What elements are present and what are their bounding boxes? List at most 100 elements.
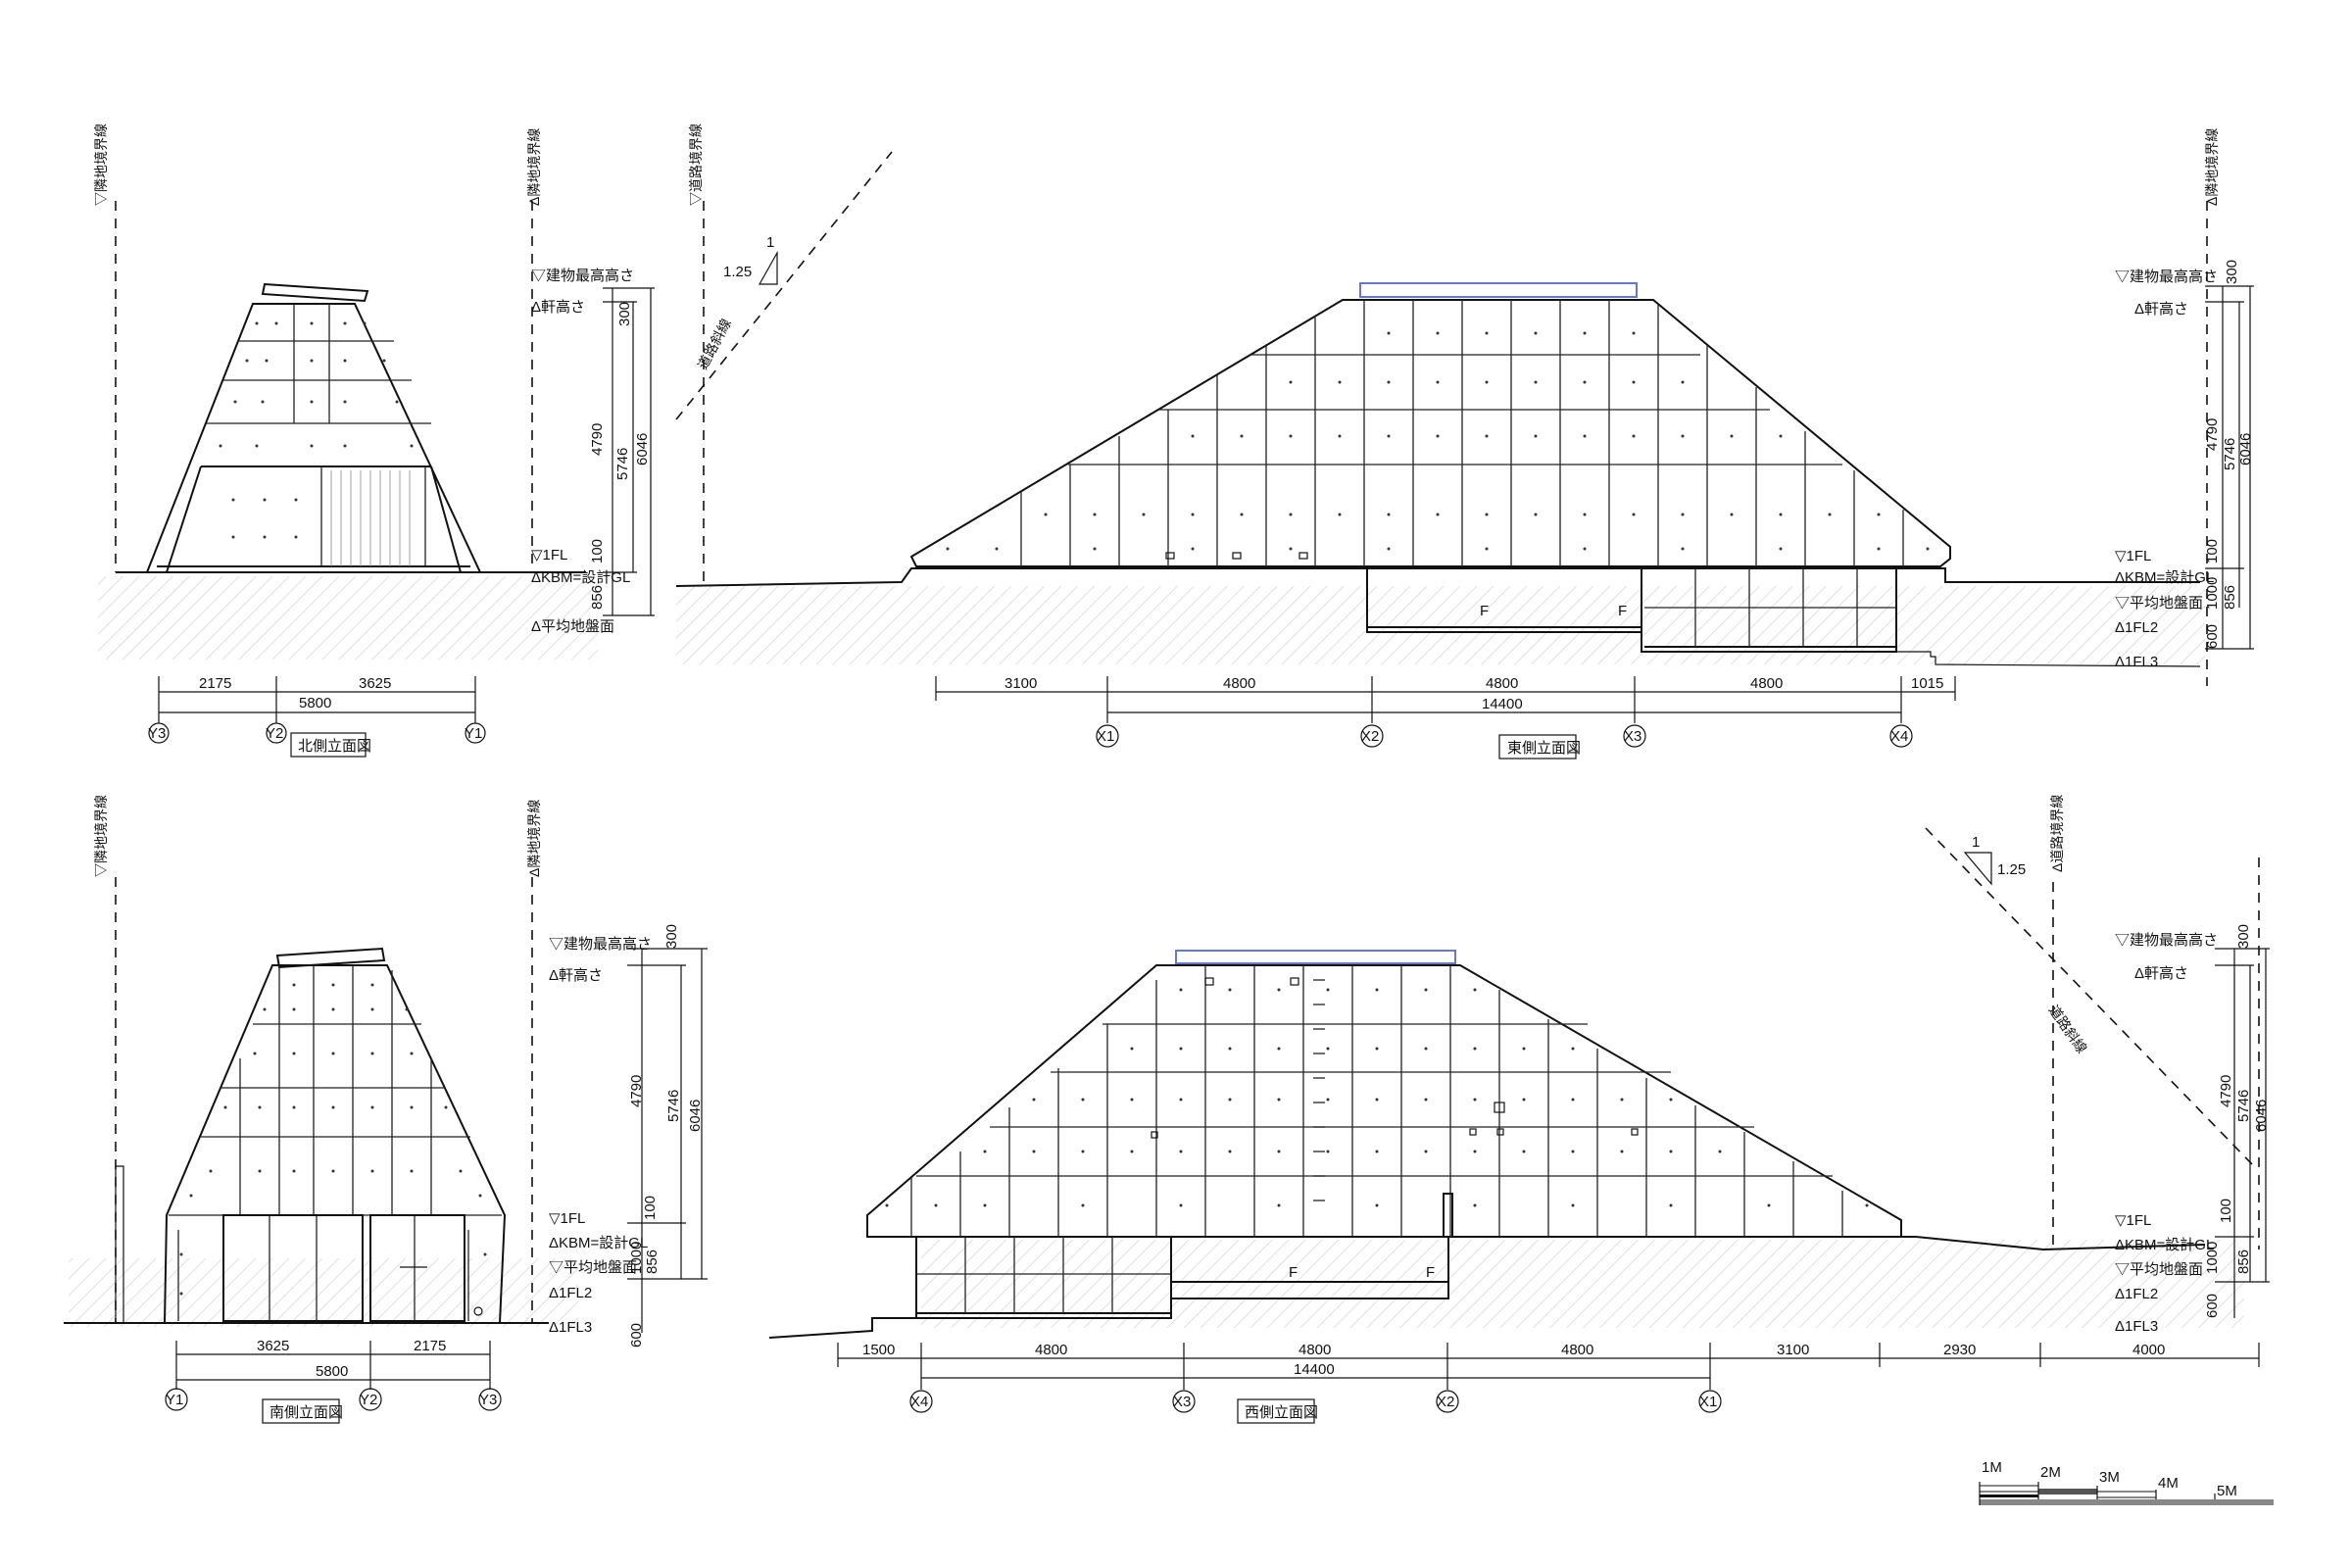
dim-4800: 4800	[1561, 1342, 1593, 1358]
level-max-height: ▽建物最高高さ	[549, 936, 652, 953]
dim-856: 856	[589, 585, 606, 610]
dim-4800: 4800	[1035, 1342, 1067, 1358]
grid-axis-y3: Y3	[478, 1388, 502, 1411]
level-avg-ground: ▽平均地盤面	[549, 1259, 637, 1276]
level-avg-ground: ▽平均地盤面	[2115, 595, 2203, 612]
level-eaves: Δ軒高さ	[2134, 301, 2188, 318]
scale-3m: 3M	[2099, 1469, 2120, 1486]
grid-axis-x1: X1	[1096, 724, 1119, 748]
grid-axis-x2: X2	[1436, 1390, 1459, 1413]
dim-total: 14400	[1294, 1361, 1335, 1378]
svg-text:X4: X4	[1890, 728, 1908, 745]
ground-hatch	[98, 576, 598, 660]
svg-text:Y3: Y3	[479, 1392, 497, 1408]
dim-total: 5800	[299, 695, 331, 711]
dim-300: 300	[663, 924, 680, 949]
road-slope-label: 道路斜線	[695, 316, 734, 371]
dim-600: 600	[628, 1323, 645, 1348]
dim-5746: 5746	[2222, 438, 2238, 470]
view-title: 西側立面図	[1245, 1404, 1318, 1421]
level-kbm: ΔKBM=設計GL	[531, 569, 630, 586]
svg-text:X3: X3	[1173, 1394, 1191, 1410]
level-kbm: ΔKBM=設計GL	[2115, 1237, 2214, 1253]
dim-5746: 5746	[2235, 1090, 2252, 1122]
svg-text:Y2: Y2	[360, 1392, 377, 1408]
level-max-height: ▽建物最高高さ	[2115, 269, 2218, 285]
dim-total: 14400	[1482, 696, 1523, 712]
dim-3625: 3625	[359, 675, 391, 692]
dim-2175: 2175	[414, 1338, 446, 1354]
grid-axis-x3: X3	[1172, 1390, 1196, 1413]
dim-1500: 1500	[862, 1342, 895, 1358]
grid-axis-y2: Y2	[266, 722, 287, 744]
dim-3100: 3100	[1777, 1342, 1809, 1358]
dim-1000: 1000	[628, 1242, 645, 1274]
dim-6046: 6046	[634, 433, 651, 466]
level-kbm: ΔKBM=設計GL	[2115, 569, 2214, 586]
svg-text:X2: X2	[1361, 728, 1379, 745]
dim-100: 100	[2218, 1199, 2234, 1223]
door-mark-f: F	[1480, 603, 1489, 619]
west-elevation: Δ道路境界線 道路斜線 1 1.25	[768, 795, 2270, 1424]
dim-300: 300	[616, 302, 633, 326]
scale-1m: 1M	[1982, 1459, 2002, 1476]
level-1fl3: Δ1FL3	[2115, 1318, 2158, 1335]
dim-4800: 4800	[1750, 675, 1783, 692]
grid-axis-y1: Y1	[465, 722, 486, 744]
svg-text:Y1: Y1	[166, 1392, 183, 1408]
level-1fl: ▽1FL	[2115, 548, 2151, 564]
dim-4790: 4790	[589, 423, 606, 456]
adjacent-boundary-label: ▽隣地境界線	[93, 123, 109, 206]
south-elevation: ▽隣地境界線 Δ隣地境界線	[64, 795, 708, 1424]
dim-600: 600	[2204, 1294, 2221, 1318]
dim-4800: 4800	[1298, 1342, 1331, 1358]
view-title: 北側立面図	[298, 738, 371, 755]
tie-dots	[885, 988, 1869, 1207]
adjacent-boundary-label: Δ隣地境界線	[2204, 128, 2220, 206]
svg-text:Y1: Y1	[465, 725, 482, 742]
adjacent-boundary-label: Δ隣地境界線	[526, 128, 542, 206]
svg-text:X1: X1	[1699, 1394, 1717, 1410]
dim-300: 300	[2224, 260, 2240, 284]
grid-axis-y1: Y1	[165, 1388, 188, 1411]
dim-5746: 5746	[614, 448, 631, 480]
dim-1000: 1000	[2204, 1242, 2221, 1274]
ground-hatch	[69, 1258, 578, 1327]
dim-total: 5800	[316, 1363, 348, 1380]
dim-600: 600	[2204, 624, 2221, 649]
dim-2930: 2930	[1943, 1342, 1976, 1358]
adjacent-boundary-label: Δ隣地境界線	[526, 800, 542, 877]
dim-5746: 5746	[665, 1090, 682, 1122]
dim-4800: 4800	[1223, 675, 1255, 692]
tie-dots	[219, 321, 414, 539]
level-max-height: ▽建物最高高さ	[531, 268, 634, 284]
tie-dots	[179, 983, 487, 1296]
door-mark-f: F	[1618, 603, 1627, 619]
dim-100: 100	[642, 1196, 659, 1220]
road-boundary-label: ▽道路境界線	[688, 123, 704, 206]
north-elevation: ▽隣地境界線 Δ隣地境界線	[93, 123, 655, 758]
dim-4790: 4790	[2218, 1075, 2234, 1107]
svg-text:X3: X3	[1624, 728, 1642, 745]
road-boundary-label: Δ道路境界線	[2049, 795, 2065, 872]
slope-one: 1	[1972, 834, 1980, 851]
level-eaves: Δ軒高さ	[531, 299, 585, 316]
adjacent-boundary-label: ▽隣地境界線	[93, 795, 109, 877]
level-avg-ground: Δ平均地盤面	[531, 618, 614, 635]
slope-one: 1	[766, 234, 774, 251]
level-eaves: Δ軒高さ	[2134, 965, 2188, 982]
level-1fl2: Δ1FL2	[549, 1285, 592, 1301]
dim-2175: 2175	[199, 675, 231, 692]
svg-text:Y2: Y2	[266, 725, 283, 742]
dim-3625: 3625	[257, 1338, 289, 1354]
glazed-doors	[177, 1214, 483, 1322]
slope-ratio: 1.25	[1997, 861, 2026, 878]
grid-axis-x3: X3	[1623, 724, 1646, 748]
svg-text:X1: X1	[1097, 728, 1114, 745]
level-1fl2: Δ1FL2	[2115, 619, 2158, 636]
dim-856: 856	[2222, 585, 2238, 610]
level-1fl3: Δ1FL3	[2115, 654, 2158, 670]
level-1fl3: Δ1FL3	[549, 1319, 592, 1336]
level-1fl: ▽1FL	[531, 547, 567, 564]
